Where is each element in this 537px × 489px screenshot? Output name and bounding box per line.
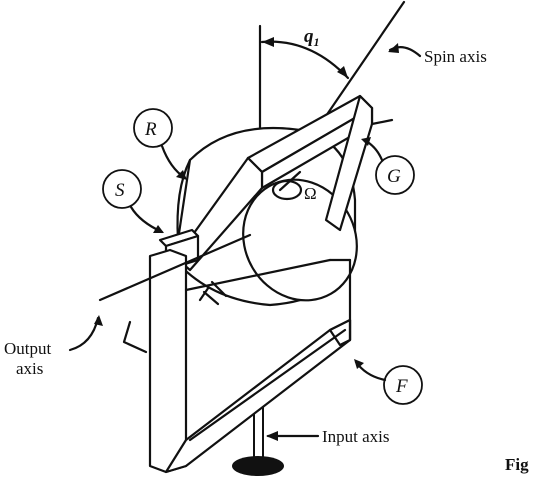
outer-frame <box>148 248 352 474</box>
output-axis-line <box>98 233 252 302</box>
omega-label: Ω <box>304 184 317 203</box>
spin-axis-label: Spin axis <box>424 47 487 66</box>
svg-text:G: G <box>387 166 401 187</box>
input-axis-label: Input axis <box>322 427 390 446</box>
figure-caption: Fig <box>505 455 529 474</box>
gimbal <box>174 94 394 272</box>
base-mount <box>232 456 284 476</box>
gimbal-callout: G <box>361 137 415 195</box>
svg-text:R: R <box>144 119 157 140</box>
spring-callout: S <box>102 169 164 234</box>
angle-arc <box>260 40 350 80</box>
rotor-body <box>173 126 358 307</box>
svg-text:F: F <box>395 376 408 397</box>
frame-callout: F <box>354 359 423 405</box>
omega-ring <box>271 179 303 201</box>
output-axis-label: Output axis <box>4 339 55 378</box>
rotor-callout: R <box>133 108 187 180</box>
svg-text:S: S <box>115 180 125 201</box>
angle-label: q1 <box>304 26 320 49</box>
